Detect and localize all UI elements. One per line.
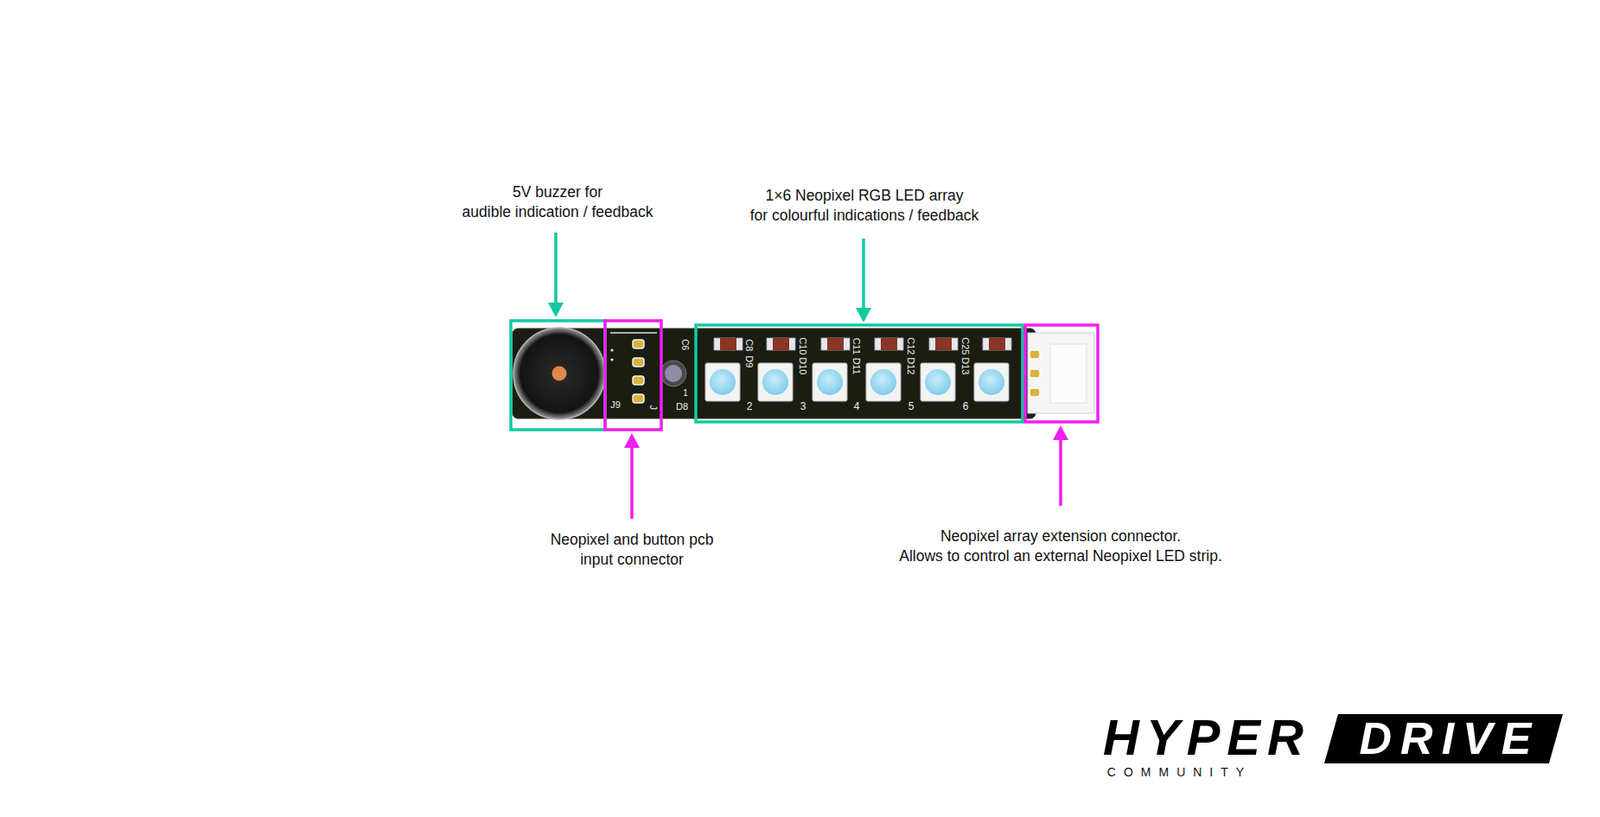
led-lens — [924, 369, 951, 396]
callout-text: Neopixel array extension connector. — [940, 527, 1181, 545]
led-package — [812, 363, 848, 402]
leader-line — [861, 238, 866, 310]
led-lens — [709, 369, 736, 396]
capacitor-body — [988, 337, 1006, 351]
highlight-box — [695, 325, 1023, 422]
callout-text: input connector — [580, 550, 684, 568]
callout-number: 6 — [962, 401, 969, 414]
silkscreen-label: C8 — [744, 338, 756, 351]
led-lens — [816, 369, 843, 396]
silkscreen-label: D13 — [960, 356, 972, 375]
logo-text: DRIVE — [1351, 713, 1541, 765]
buzzer-port — [552, 366, 568, 382]
silkscreen-dot — [610, 357, 613, 361]
silkscreen-label: 1 — [682, 388, 689, 399]
led-package — [974, 363, 1009, 402]
callout-text: for colourful indications / feedback — [750, 206, 980, 224]
jst-connector-inner — [1050, 344, 1087, 403]
led-lens — [978, 369, 1005, 396]
callout-number: 4 — [854, 401, 861, 414]
capacitor — [713, 337, 743, 351]
capacitor — [874, 337, 904, 351]
buzzer-body — [513, 327, 606, 420]
pcb-board — [512, 328, 1036, 419]
silkscreen-dot — [610, 348, 613, 351]
led-package — [758, 363, 793, 402]
silkscreen-label: D11 — [851, 356, 863, 374]
led-lens — [762, 369, 789, 396]
silkscreen-line — [610, 331, 657, 334]
led-package — [866, 363, 901, 402]
silkscreen-label: C25 — [960, 337, 972, 355]
logo-subtext: COMMUNITY — [1099, 764, 1252, 779]
highlight-box — [1025, 325, 1098, 422]
capacitor — [821, 337, 850, 351]
capacitor-body — [720, 337, 737, 351]
capacitor — [929, 337, 958, 351]
callout-number: 3 — [800, 401, 807, 414]
silkscreen-label: D8 — [675, 401, 689, 413]
capacitor — [766, 337, 796, 351]
connector-pin — [1029, 369, 1040, 378]
connector-pin — [1029, 350, 1040, 359]
silkscreen-label: C12 — [905, 337, 918, 355]
capacitor-body — [827, 337, 844, 351]
led-lens — [870, 369, 897, 396]
silkscreen-label: J — [648, 404, 660, 410]
solder-pad — [632, 357, 644, 367]
silkscreen-label: D10 — [797, 356, 810, 375]
jst-connector — [1027, 332, 1095, 414]
logo-text: HYPER — [1096, 708, 1311, 767]
leader-line — [554, 232, 558, 305]
callout-number: 2 — [746, 401, 753, 414]
round-led — [660, 360, 687, 387]
round-led-lens — [664, 364, 683, 383]
silkscreen-label: J9 — [610, 399, 621, 411]
silkscreen-label: D9 — [744, 355, 756, 368]
silkscreen-label: D12 — [905, 356, 918, 375]
leader-line — [630, 446, 634, 519]
arrow-head — [548, 302, 564, 318]
arrow-head — [855, 307, 872, 323]
arrow-head — [1052, 425, 1069, 440]
solder-pad — [632, 376, 644, 385]
solder-pad — [632, 339, 644, 349]
capacitor-body — [935, 337, 952, 351]
callout-text: Neopixel and button pcb — [550, 530, 714, 549]
callout-number: 5 — [908, 401, 915, 414]
capacitor-body — [772, 337, 790, 351]
capacitor — [982, 337, 1012, 351]
callout-text: Allows to control an external Neopixel L… — [898, 547, 1223, 565]
silkscreen-label: C6 — [679, 339, 690, 351]
highlight-box — [605, 320, 662, 430]
arrow-head — [624, 433, 640, 448]
silkscreen-label: C11 — [851, 337, 863, 354]
callout-text: 1×6 Neopixel RGB LED array — [764, 186, 963, 204]
connector-pin — [1029, 388, 1040, 397]
callout-text: 5V buzzer for — [512, 183, 603, 201]
highlight-box — [510, 320, 606, 430]
callout-text: audible indication / feedback — [462, 203, 654, 221]
led-package — [920, 363, 956, 402]
solder-pad — [632, 394, 644, 403]
capacitor-body — [880, 337, 898, 351]
leader-line — [1058, 438, 1063, 506]
led-package — [705, 363, 740, 402]
silkscreen-label: C10 — [797, 337, 810, 355]
